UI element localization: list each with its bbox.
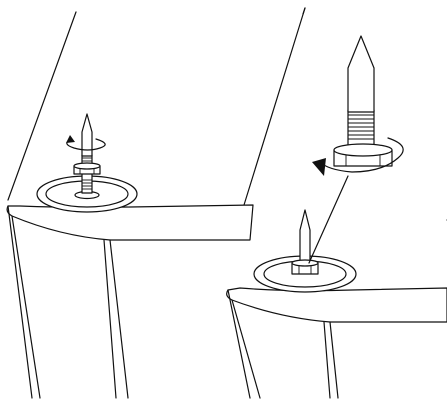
left-leg-front xyxy=(12,216,40,398)
right-leg-front xyxy=(232,300,260,398)
left-leg-assembly xyxy=(7,8,305,398)
enlarged-spike-tip xyxy=(348,36,374,112)
right-spike xyxy=(292,210,318,274)
enlarged-spike-threads xyxy=(348,115,374,139)
right-leg-side xyxy=(228,290,250,398)
right-leg-inner-back xyxy=(324,322,330,398)
left-base-slab xyxy=(7,205,253,240)
left-panel-edge xyxy=(8,12,76,200)
right-leg-assembly xyxy=(227,176,447,398)
left-panel-back-edge xyxy=(244,8,305,205)
detail-callout-line xyxy=(309,176,348,263)
left-leg-inner-front xyxy=(110,240,128,398)
right-leg-inner-front xyxy=(330,322,338,398)
enlarged-spike-detail xyxy=(312,36,403,176)
right-base-slab xyxy=(227,288,447,322)
left-leg-inner-back xyxy=(104,240,116,398)
left-leg-side xyxy=(8,206,32,398)
